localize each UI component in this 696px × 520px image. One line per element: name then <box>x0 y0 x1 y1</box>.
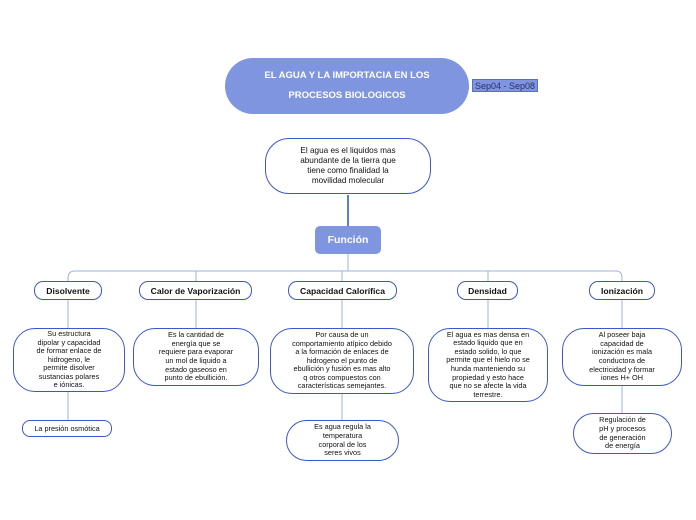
description-densidad[interactable]: El agua es mas densa en estado liquido q… <box>428 328 548 402</box>
category-disolvente[interactable]: Disolvente <box>34 281 102 300</box>
category-calor-vaporizacion[interactable]: Calor de Vaporización <box>139 281 252 300</box>
main-title[interactable]: EL AGUA Y LA IMPORTACIA EN LOS PROCESOS … <box>225 58 469 114</box>
category-densidad[interactable]: Densidad <box>457 281 518 300</box>
subtopic-regulacion-ph[interactable]: Regulación de pH y procesos de generació… <box>573 413 672 454</box>
description-ionizacion[interactable]: Al poseer baja capacidad de ionización e… <box>562 328 682 386</box>
date-tag: Sep04 - Sep08 <box>472 79 538 92</box>
category-capacidad-calorifica[interactable]: Capacidad Calorífica <box>288 281 397 300</box>
intro-node[interactable]: El agua es el liquidos mas abundante de … <box>265 138 431 194</box>
description-disolvente[interactable]: Su estructura dipolar y capacidad de for… <box>13 328 125 392</box>
function-node[interactable]: Función <box>315 226 381 254</box>
category-ionizacion[interactable]: Ionización <box>589 281 655 300</box>
description-calor-vaporizacion[interactable]: Es la cantidad de energía que se requier… <box>133 328 259 386</box>
description-capacidad-calorifica[interactable]: Por causa de un comportamiento atípico d… <box>270 328 414 394</box>
subtopic-presion-osmotica[interactable]: La presión osmótica <box>22 420 112 437</box>
subtopic-regulacion-temperatura[interactable]: Es agua regula la temperatura corporal d… <box>286 420 399 461</box>
